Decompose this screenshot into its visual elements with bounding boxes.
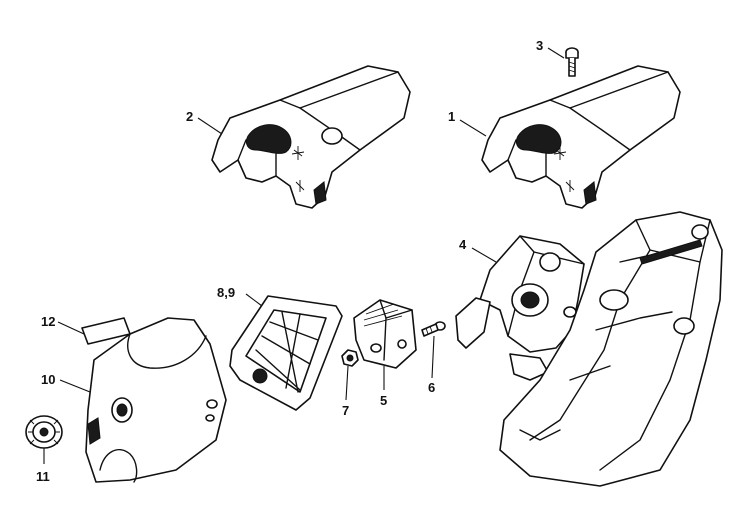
shroud-part-2 xyxy=(211,65,411,209)
callout-labels: 1 2 3 4 5 6 7 8,9 10 11 12 xyxy=(36,38,543,484)
callout-5: 5 xyxy=(380,393,387,408)
callout-7: 7 xyxy=(342,403,349,418)
screw-part-6 xyxy=(421,321,446,337)
knob-part-11 xyxy=(25,415,63,449)
callout-1: 1 xyxy=(448,109,455,124)
leader-lines xyxy=(43,47,565,464)
chainsaw-housing xyxy=(499,211,723,487)
callout-10: 10 xyxy=(41,372,55,387)
shroud-part-1 xyxy=(481,65,681,209)
filter-cover-part-10 xyxy=(85,317,227,483)
nut-part-7 xyxy=(341,349,359,367)
callout-8-9: 8,9 xyxy=(217,285,235,300)
callout-3: 3 xyxy=(536,38,543,53)
retainer-part-5 xyxy=(353,299,417,369)
screw-part-3 xyxy=(565,47,579,77)
callout-4: 4 xyxy=(459,237,467,252)
callout-2: 2 xyxy=(186,109,193,124)
callout-11: 11 xyxy=(36,469,50,484)
callout-12: 12 xyxy=(41,314,55,329)
callout-6: 6 xyxy=(428,380,435,395)
label-part-12 xyxy=(81,317,131,345)
air-filter-part-8-9 xyxy=(229,295,343,411)
